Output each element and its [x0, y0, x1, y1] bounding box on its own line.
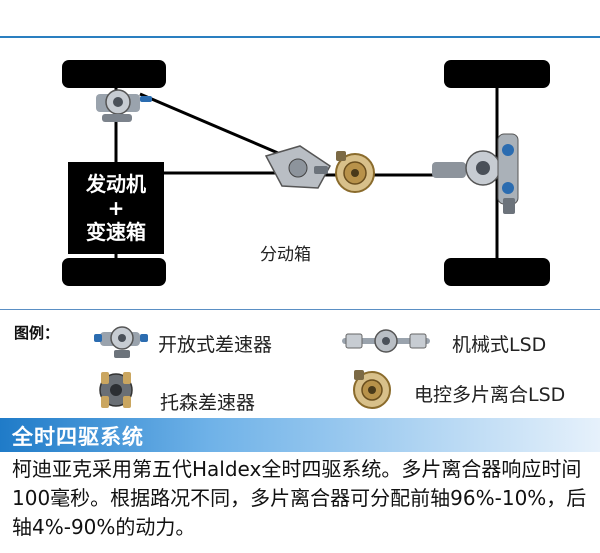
transfer-case-label: 分动箱: [260, 245, 311, 265]
rear-right-wheel: [444, 258, 550, 286]
haldex-clutch-icon: [335, 151, 375, 193]
section-header: 全时四驱系统: [0, 418, 600, 452]
engine-to-transfer-shaft: [139, 92, 286, 158]
plus-label: +: [107, 196, 125, 220]
transmission-label: 变速箱: [86, 220, 146, 244]
engine-transmission-box: 发动机 + 变速箱: [68, 162, 164, 254]
section-body-text: 柯迪亚克采用第五代Haldex全时四驱系统。多片离合器响应时间100毫秒。根据路…: [12, 457, 587, 539]
open-differential-icon: [94, 326, 148, 358]
legend: 图例： 开放式差速器 机械式LSD 托森差速器 电控多片离合LSD: [0, 310, 600, 418]
top-divider: [0, 36, 600, 38]
front-left-wheel: [62, 60, 166, 88]
engine-label: 发动机: [86, 172, 146, 196]
legend-label-electronic-clutch-lsd: 电控多片离合LSD: [414, 384, 566, 406]
electronic-multiplate-clutch-lsd-icon: [353, 370, 391, 409]
legend-label-open-differential: 开放式差速器: [158, 334, 273, 356]
rear-left-wheel: [444, 60, 550, 88]
legend-label-mechanical-lsd: 机械式LSD: [452, 334, 547, 356]
rear-differential-icon: [432, 133, 519, 214]
front-right-wheel: [62, 258, 166, 286]
transfer-case-icon: [264, 145, 331, 189]
front-differential-icon: [96, 89, 152, 122]
legend-label-torsen-differential: 托森差速器: [160, 392, 256, 414]
torsen-differential-icon: [99, 372, 133, 408]
legend-divider: [0, 309, 600, 310]
legend-title: 图例：: [14, 324, 60, 342]
mechanical-lsd-icon: [342, 329, 430, 353]
section-title: 全时四驱系统: [12, 425, 144, 449]
drivetrain-diagram: 发动机 + 变速箱 分动箱: [0, 38, 600, 308]
